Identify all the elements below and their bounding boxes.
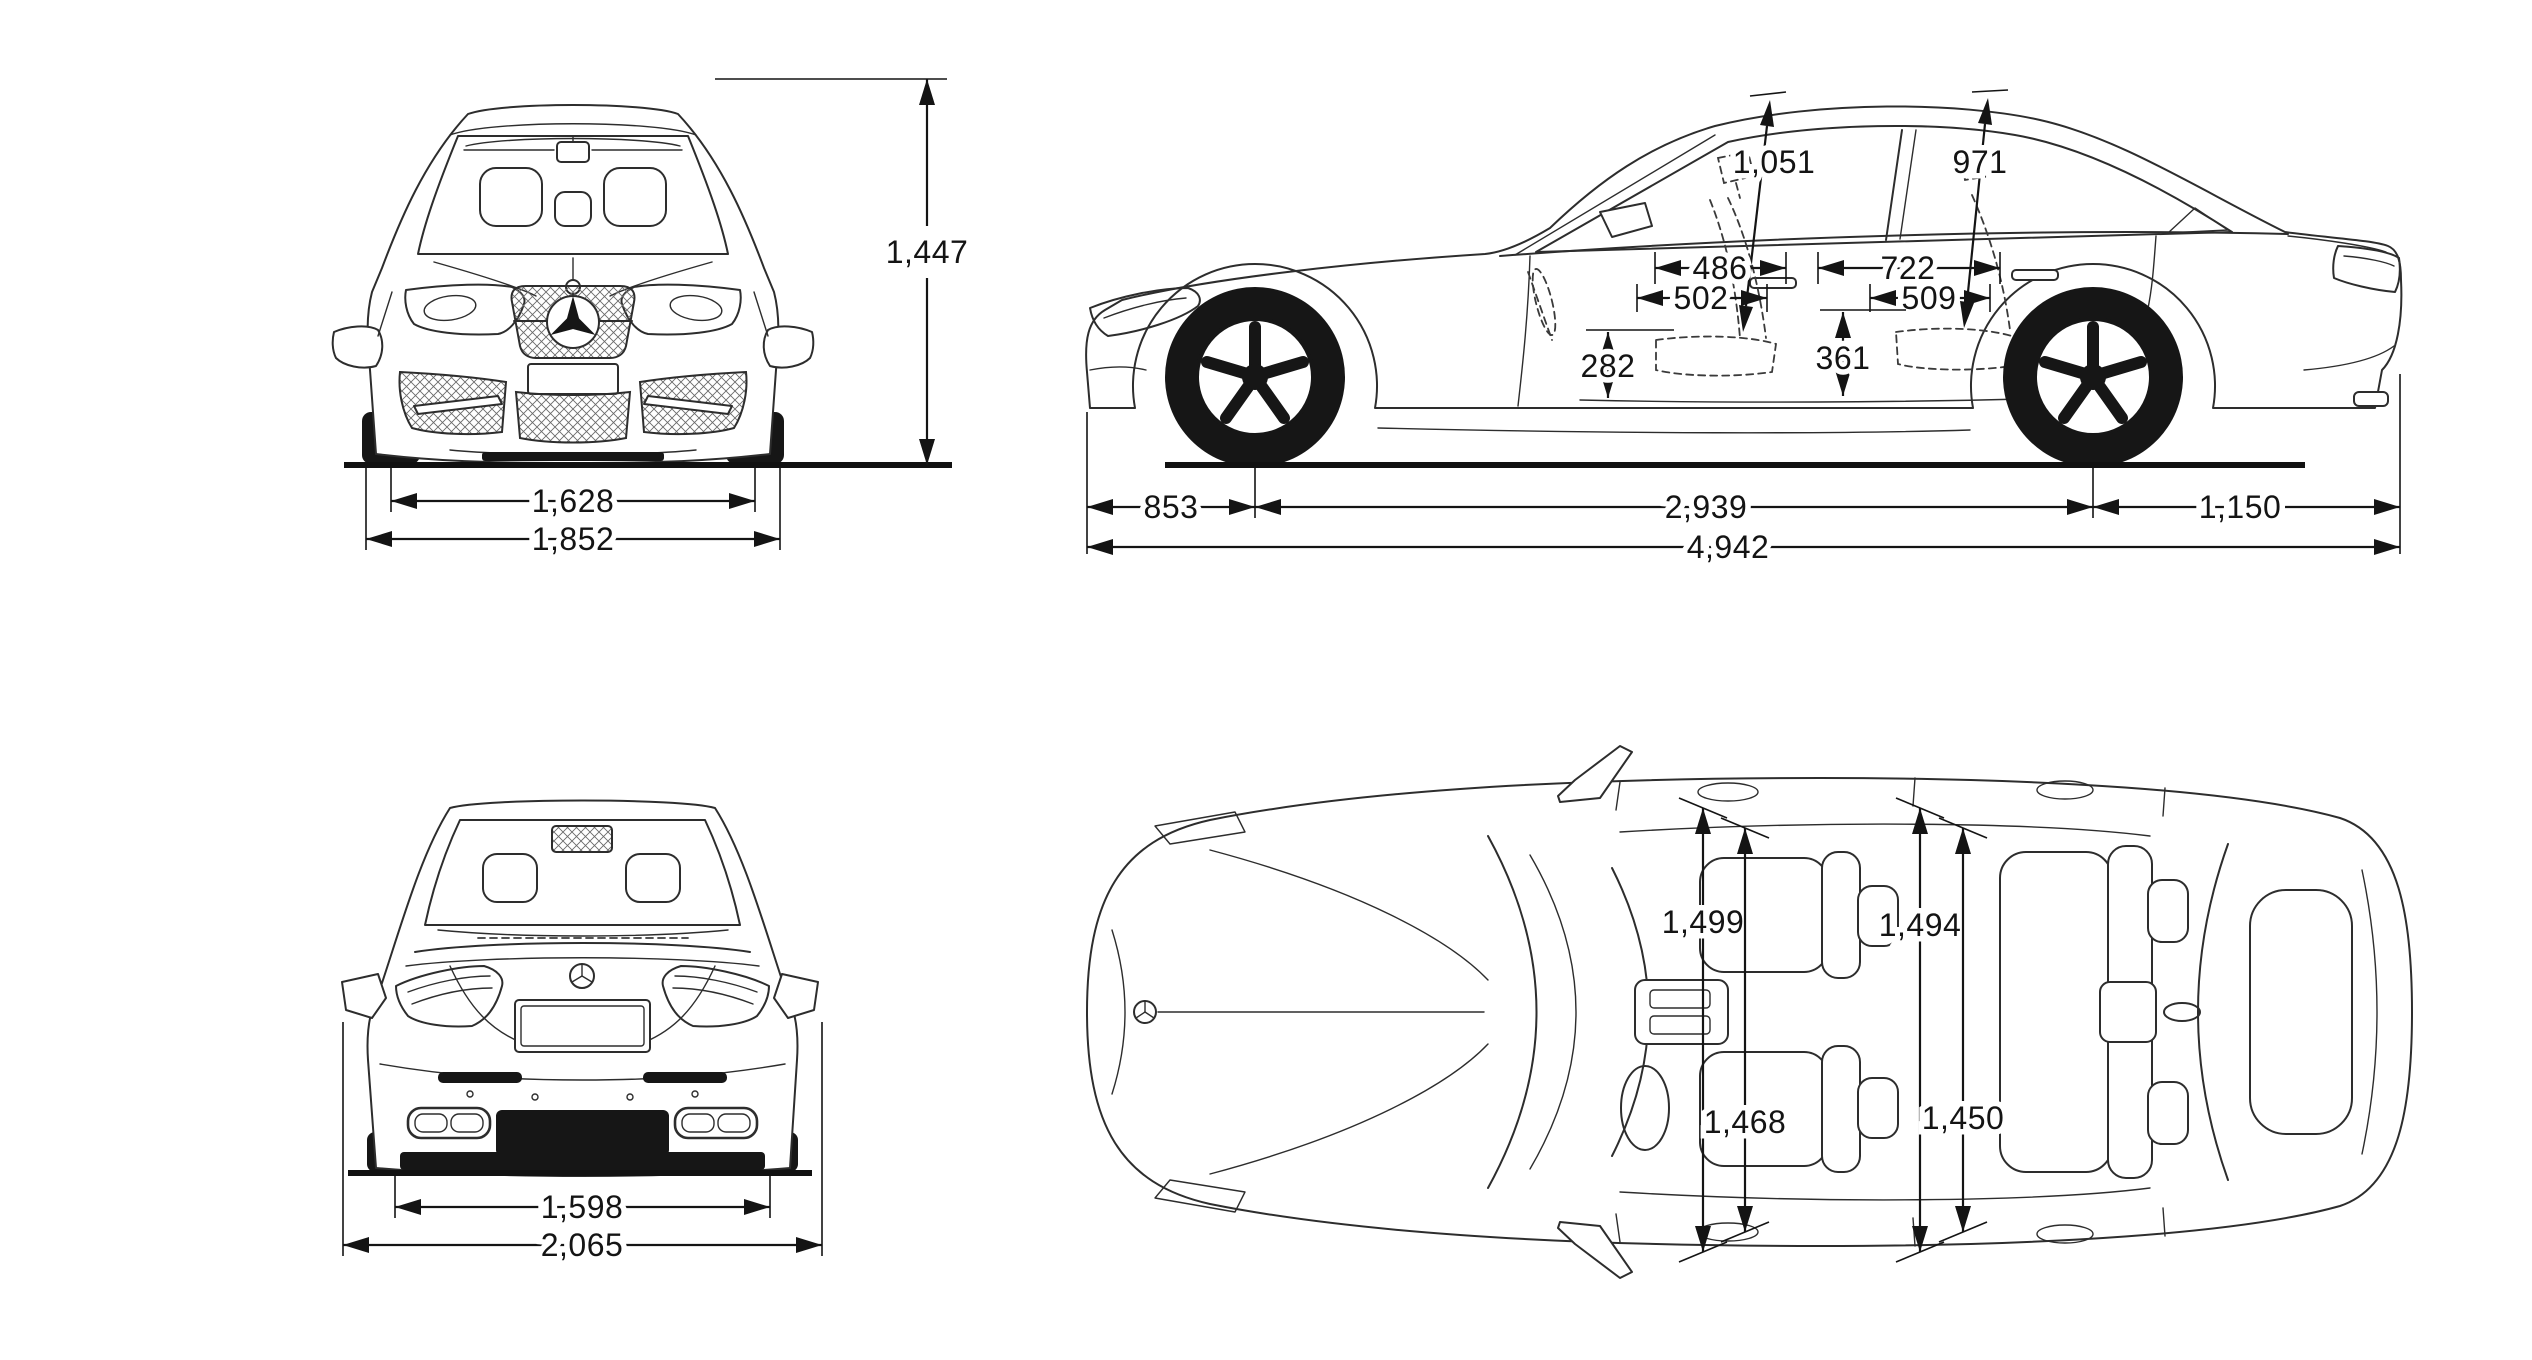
side-dimensions: 1,051 971 486 502 722 509 282 361 <box>1086 89 2401 570</box>
rear-overhang-label: 1,150 <box>2199 489 2282 525</box>
side-mirror-right <box>762 325 815 369</box>
seat-height-front-label: 282 <box>1581 348 1636 384</box>
taillight-left <box>395 965 504 1028</box>
front-headrest-center <box>554 191 592 227</box>
license-plate-rear <box>514 999 651 1053</box>
trunk-recess <box>2249 889 2353 1135</box>
side-mirror-left <box>341 973 387 1019</box>
rear-headrest-left <box>482 853 538 903</box>
headroom-rear-label: 971 <box>1953 144 2008 180</box>
front-width-label: 1,852 <box>532 521 615 557</box>
mercedes-star-icon <box>1133 1000 1157 1024</box>
side-view: 1,051 971 486 502 722 509 282 361 <box>1060 40 2460 570</box>
side-body-outline <box>1085 105 2403 409</box>
seat-height-rear-label: 361 <box>1816 340 1871 376</box>
legroom-front-label: 486 <box>1693 250 1748 286</box>
top-mirror-upper <box>1557 745 1633 803</box>
front-height-label: 1,447 <box>886 234 969 270</box>
rearview-mirror <box>551 825 613 853</box>
side-glass <box>1535 124 2233 253</box>
seat-depth-front-label: 502 <box>1674 280 1729 316</box>
headlight-left <box>404 283 526 336</box>
rear-dimensions: 1,598 2,065 <box>342 1022 823 1269</box>
side-mirror <box>1599 202 1653 238</box>
rear-window <box>424 819 741 926</box>
side-car-drawing <box>1085 105 2403 467</box>
rear-track-label: 1,598 <box>541 1189 624 1225</box>
headlight-side <box>1089 287 1201 337</box>
shoulder-rear-label: 1,450 <box>1922 1100 2005 1136</box>
headroom-front-label: 1,051 <box>1733 144 1816 180</box>
taillight-side <box>2332 245 2401 293</box>
rear-headrest-lower <box>2147 1081 2189 1145</box>
rear-headrest-right <box>625 853 681 903</box>
headrest-lower <box>1857 1077 1899 1139</box>
front-dimensions: 1,447 1,628 1,852 <box>344 78 970 563</box>
side-mirror-left <box>331 325 384 369</box>
door-handle-front <box>1749 277 1797 289</box>
front-headrest-right <box>603 167 667 227</box>
rear-car-drawing <box>341 799 819 1177</box>
exhaust-tip-side <box>2353 391 2389 407</box>
front-track-label: 1,628 <box>532 483 615 519</box>
headlight-right <box>620 283 742 336</box>
rearview-mirror <box>556 141 590 163</box>
exhaust-left <box>406 1106 492 1140</box>
door-handle-rear <box>2011 269 2059 281</box>
rear-armrest <box>2099 981 2157 1043</box>
steering-wheel <box>1620 1065 1670 1151</box>
front-wheel <box>1165 287 1345 467</box>
exhaust-right <box>673 1106 759 1140</box>
side-mirror-right <box>773 973 819 1019</box>
rear-view: 1,598 2,065 <box>320 760 940 1280</box>
windshield-base-arc <box>1487 835 1538 1189</box>
taillight-right <box>661 965 770 1028</box>
rear-bench <box>1999 851 2113 1173</box>
bumper-intake-center <box>514 390 632 444</box>
top-dimensions: 1,499 1,468 1,494 1,450 <box>1656 797 2009 1263</box>
mercedes-star-icon <box>546 295 600 349</box>
overall-length-label: 4,942 <box>1687 529 1770 565</box>
shoulder-front-label: 1,468 <box>1704 1104 1787 1140</box>
antenna-fin <box>2163 1002 2201 1022</box>
top-car-drawing <box>1086 745 2413 1279</box>
wheelbase-label: 2,939 <box>1665 489 1748 525</box>
front-car-drawing <box>331 104 815 464</box>
top-mirror-lower <box>1557 1221 1633 1279</box>
front-headrest-left <box>479 167 543 227</box>
license-plate-front <box>527 363 619 395</box>
rear-diffuser <box>496 1110 669 1156</box>
rear-wheel <box>2003 287 2183 467</box>
rear-width-label: 2,065 <box>541 1227 624 1263</box>
front-view: 1,447 1,628 1,852 <box>330 40 970 570</box>
trunk-front-arc <box>2197 843 2229 1181</box>
front-overhang-label: 853 <box>1144 489 1199 525</box>
elbow-front-label: 1,499 <box>1662 904 1745 940</box>
legroom-rear-label: 722 <box>1881 250 1936 286</box>
headrest-upper <box>1857 885 1899 947</box>
front-windshield <box>417 135 729 255</box>
rear-headrest-upper <box>2147 879 2189 943</box>
mercedes-star-icon <box>569 963 595 989</box>
elbow-rear-label: 1,494 <box>1879 907 1962 943</box>
top-view: 1,499 1,468 1,494 1,450 <box>1060 740 2460 1320</box>
seat-depth-rear-label: 509 <box>1902 280 1957 316</box>
